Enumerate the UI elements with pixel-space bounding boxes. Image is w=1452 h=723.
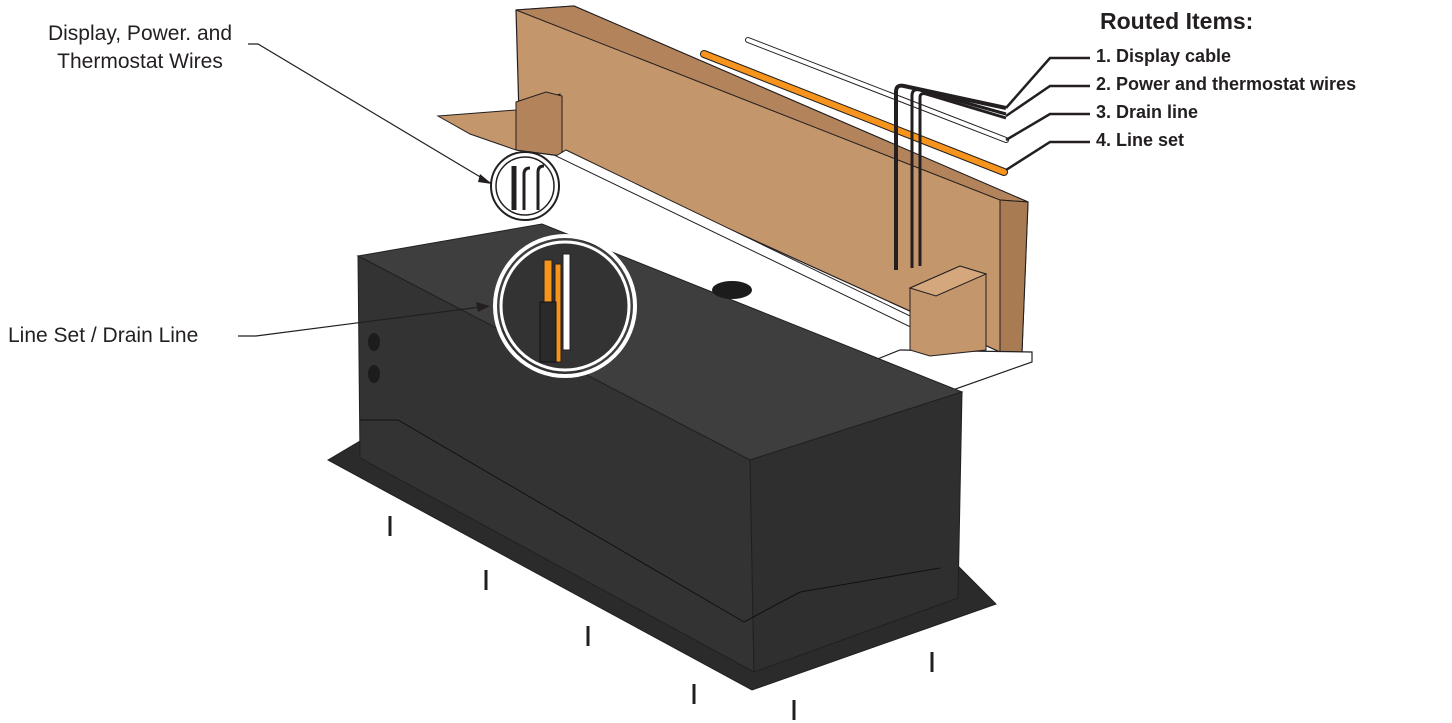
routed-lines [700,37,1009,270]
screws [388,516,934,720]
legend-item-1: 1. Display cable [1096,46,1232,66]
right-block [908,265,988,357]
lineset-detail-circle [493,234,637,378]
legend-item-4: 4. Line set [1096,130,1185,150]
leader-lines [238,43,1090,337]
callout-wires-line1: Display, Power. and [47,22,233,45]
callout-wires-line2: Thermostat Wires [57,50,223,73]
legend-item-2: 2. Power and thermostat wires [1096,74,1357,94]
callout-wires: Display, Power. and Thermostat Wires [30,20,250,76]
legend-title: Routed Items: [1100,8,1254,34]
back-wall [515,5,1029,353]
wires-detail-circle [490,151,560,221]
callout-lineset-drain: Line Set / Drain Line [8,324,199,347]
left-ledge [436,91,563,157]
legend-item-3: 3. Drain line [1096,102,1199,122]
